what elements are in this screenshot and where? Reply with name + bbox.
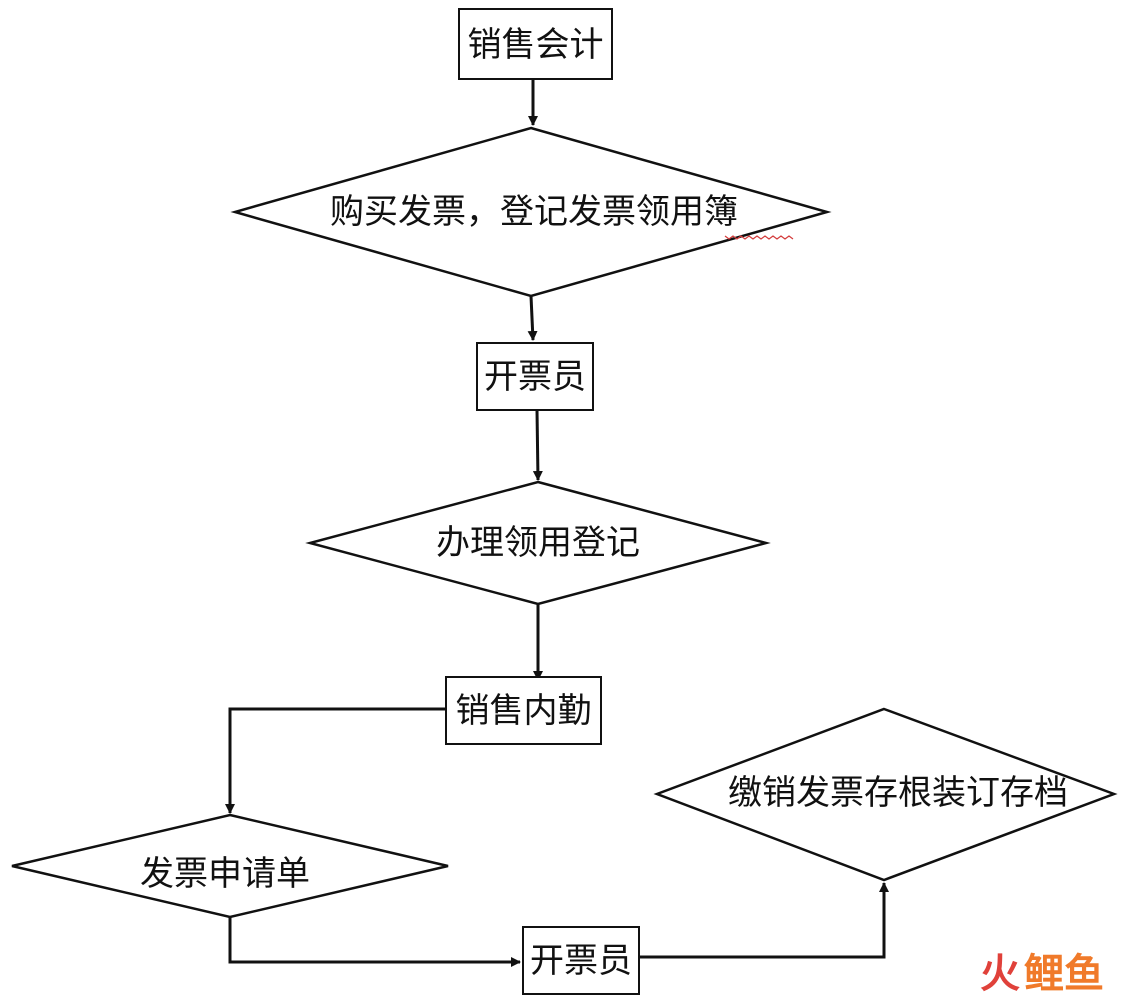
edge-n7-n8 <box>640 882 889 959</box>
node-sales-accountant: 销售会计 <box>458 8 613 80</box>
watermark-part1: 火 <box>980 951 1020 997</box>
node-invoice-clerk-2-label: 开票员 <box>530 941 632 981</box>
edge-n2-n3 <box>527 295 538 341</box>
node-register-diamond: 办理领用登记 <box>305 480 771 606</box>
node-invoice-clerk-1: 开票员 <box>476 342 594 411</box>
edge-n3-n4 <box>532 409 543 481</box>
node-invoice-request-diamond: 发票申请单 <box>11 813 449 919</box>
node-buy-invoices-label: 购买发票，登记发票领用簿 <box>330 192 738 232</box>
node-archive-diamond: 缴销发票存根装订存档 <box>653 707 1118 882</box>
edge-n6-n7 <box>228 917 521 967</box>
watermark-logo: 火 鲤鱼 <box>980 952 1104 996</box>
node-invoice-clerk-2: 开票员 <box>522 926 640 995</box>
node-invoice-clerk-1-label: 开票员 <box>484 357 586 397</box>
edge-n5-n6 <box>225 707 446 814</box>
node-sales-assistant-label: 销售内勤 <box>456 691 592 731</box>
node-invoice-request-label: 发票申请单 <box>140 854 310 894</box>
spellcheck-underline <box>724 235 794 240</box>
edges <box>225 79 889 967</box>
node-register-label: 办理领用登记 <box>436 523 640 563</box>
watermark-part2: 鲤鱼 <box>1024 951 1104 997</box>
node-sales-assistant: 销售内勤 <box>445 676 602 745</box>
node-archive-label: 缴销发票存根装订存档 <box>728 773 1068 813</box>
node-buy-invoices-diamond: 购买发票，登记发票领用簿 <box>230 126 832 298</box>
node-sales-accountant-label: 销售会计 <box>468 25 604 65</box>
